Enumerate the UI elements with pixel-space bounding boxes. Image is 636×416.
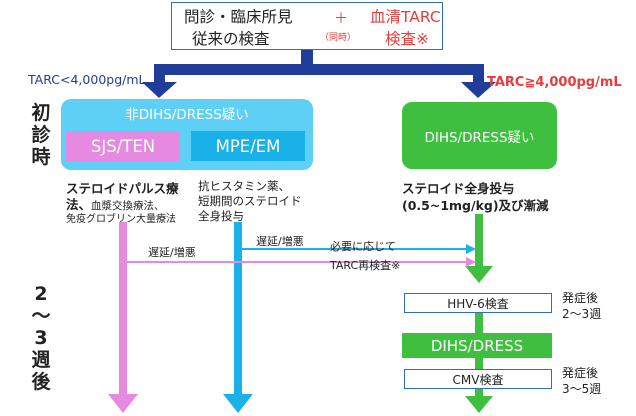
delay-label-sjs: 遅延/増悪 — [148, 246, 196, 259]
later-char-1: 2 — [34, 283, 48, 305]
sjs-treatment-line-1: ステロイドパルス療 — [66, 181, 179, 196]
initial-char-3: 時 — [31, 146, 51, 168]
dihs-suspected-box: DIHS/DRESS疑い — [402, 102, 557, 169]
cmv-timing-line-2: 3〜5週 — [562, 382, 602, 396]
hhv6-timing-line-1: 発症後 — [562, 291, 599, 305]
hhv6-test-box: HHV-6検査 — [404, 293, 552, 313]
dihs-arrows — [465, 214, 493, 413]
cmv-test-label: CMV検査 — [452, 372, 504, 387]
dihs-dress-label: DIHS/DRESS — [430, 336, 524, 355]
mpe-em-box: MPE/EM — [191, 131, 305, 161]
hhv6-timing-line-2: 2〜3週 — [562, 307, 602, 321]
branch-high-label: TARC≧4,000pg/mL — [487, 75, 622, 90]
tarc-line-1: 血清TARC — [370, 8, 441, 26]
mpe-arrow — [223, 222, 253, 413]
mpe-treatment-line-3: 全身投与 — [198, 209, 244, 223]
later-char-4: 週 — [31, 349, 51, 371]
split-arrow — [142, 50, 496, 98]
dihs-treatment-line-2: (0.5~1mg/kg)及び漸減 — [402, 198, 549, 213]
dihs-suspected-label: DIHS/DRESS疑い — [424, 129, 535, 146]
later-char-5: 後 — [31, 371, 51, 393]
tarc-line-2: 検査※ — [385, 30, 429, 48]
sjs-arrow — [108, 222, 138, 413]
simultaneous-label: （同時） — [320, 33, 357, 43]
later-weeks-label: 2 〜 3 週 後 — [30, 283, 52, 393]
mpe-treatment-line-1: 抗ヒスタミン薬、 — [198, 179, 290, 193]
initial-exam-box: 問診・臨床所見 従来の検査 ＋ （同時） 血清TARC 検査※ — [171, 2, 443, 50]
initial-visit-label: 初 診 時 — [30, 102, 52, 168]
cmv-timing-line-1: 発症後 — [562, 366, 599, 380]
hhv6-test-label: HHV-6検査 — [447, 296, 509, 311]
sjs-treatment-line-3: 免疫グロブリン大量療法 — [66, 214, 176, 225]
sjs-treatment-line-2b: 血漿交換療法、 — [91, 200, 165, 212]
later-char-3: 3 — [34, 327, 48, 349]
initial-char-2: 診 — [31, 124, 51, 146]
exam-line-2: 従来の検査 — [192, 30, 270, 48]
plus-sign: ＋ — [334, 11, 348, 27]
sjs-treatment-line-2: 法、血漿交換療法、 — [66, 194, 165, 213]
delay-label-mpe: 遅延/増悪 — [256, 235, 304, 248]
dihs-treatment-line-1: ステロイド全身投与 — [402, 181, 515, 196]
delay-connectors — [127, 244, 476, 267]
mpe-treatment-line-2: 短期間のステロイド — [198, 194, 302, 208]
sjs-treatment-line-2a: 法、 — [66, 197, 92, 212]
cmv-test-box: CMV検査 — [404, 369, 552, 389]
tarc-recheck-label: TARC再検査※ — [330, 259, 401, 272]
later-char-2: 〜 — [31, 305, 51, 327]
sjs-ten-label: SJS/TEN — [90, 136, 156, 156]
branch-low-label: TARC<4,000pg/mL — [28, 72, 146, 87]
initial-char-1: 初 — [31, 102, 51, 124]
sjs-ten-box: SJS/TEN — [66, 131, 180, 161]
exam-line-1: 問診・臨床所見 — [184, 8, 293, 26]
dihs-dress-box: DIHS/DRESS — [402, 333, 552, 358]
mpe-em-label: MPE/EM — [215, 136, 281, 156]
as-needed-label: 必要に応じて — [330, 240, 396, 253]
non-dihs-title: 非DIHS/DRESS疑い — [125, 107, 249, 123]
